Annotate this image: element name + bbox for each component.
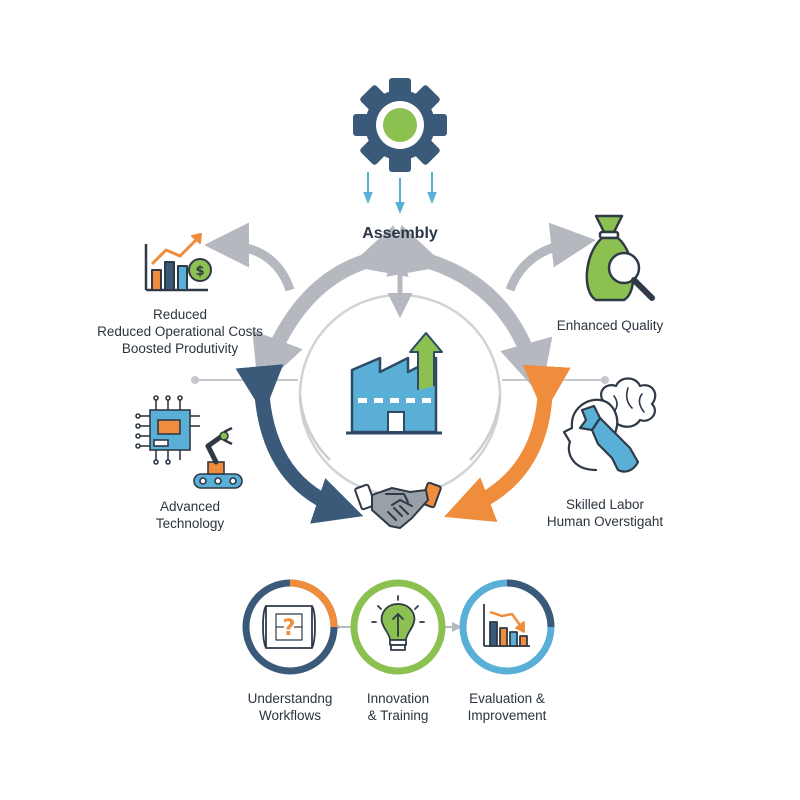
handshake-icon xyxy=(354,481,442,529)
declining-chart-icon xyxy=(483,604,530,647)
step-2-line-1: Innovation xyxy=(366,691,430,706)
svg-text:$: $ xyxy=(195,264,204,279)
skilled-labor-line-1: Skilled Labor xyxy=(565,497,645,512)
enhanced-quality-line-1: Enhanced Quality xyxy=(556,318,664,333)
skilled-labor-label: Skilled Labor Human Overstigaht xyxy=(525,496,685,530)
lightbulb-icon xyxy=(371,595,425,651)
factory-icon xyxy=(346,332,443,435)
svg-text:?: ? xyxy=(283,616,296,641)
step-label-understanding: Understandng Workflows xyxy=(230,690,350,724)
step-ring-evaluation xyxy=(459,579,555,675)
head-wrench-icon xyxy=(562,377,657,473)
step-1-line-2: Workflows xyxy=(258,708,321,723)
step-2-line-2: & Training xyxy=(367,708,429,723)
skilled-labor-line-2: Human Overstigaht xyxy=(546,514,664,529)
step-label-innovation: Innovation & Training xyxy=(338,690,458,724)
step-3-line-2: Improvement xyxy=(467,708,547,723)
assembly-title: Assembly xyxy=(362,225,438,242)
circuit-robot-arm-icon xyxy=(135,395,243,489)
reduced-costs-label: Reduced Reduced Operational Costs Booste… xyxy=(80,306,280,357)
step-3-line-1: Evaluation & xyxy=(469,691,545,706)
enhanced-quality-label: Enhanced Quality xyxy=(540,317,680,334)
reduced-costs-line-1: Reduced xyxy=(152,307,208,322)
arrow-top-right xyxy=(386,224,553,396)
money-bag-magnifier-icon xyxy=(585,214,655,302)
advanced-technology-line-1: Advanced xyxy=(159,499,221,514)
gear-input-arrows xyxy=(363,172,437,214)
blueprint-question-icon: ? xyxy=(262,605,316,649)
arrow-to-enhanced-quality xyxy=(505,222,596,292)
advanced-technology-line-2: Technology xyxy=(155,516,225,531)
arrow-bottom-left xyxy=(235,364,364,524)
reduced-costs-line-3: Boosted Produtivity xyxy=(121,341,239,356)
arrow-top-left xyxy=(252,225,409,391)
advanced-technology-label: Advanced Technology xyxy=(130,498,250,532)
reduced-costs-line-2: Reduced Operational Costs xyxy=(97,324,263,339)
step-1-line-1: Understandng xyxy=(247,691,333,706)
gear-icon xyxy=(353,78,447,172)
step-label-evaluation: Evaluation & Improvement xyxy=(447,690,567,724)
growth-chart-icon: $ xyxy=(144,233,212,292)
arrow-bottom-right xyxy=(444,364,571,523)
arrow-to-reduced-costs xyxy=(204,222,295,292)
